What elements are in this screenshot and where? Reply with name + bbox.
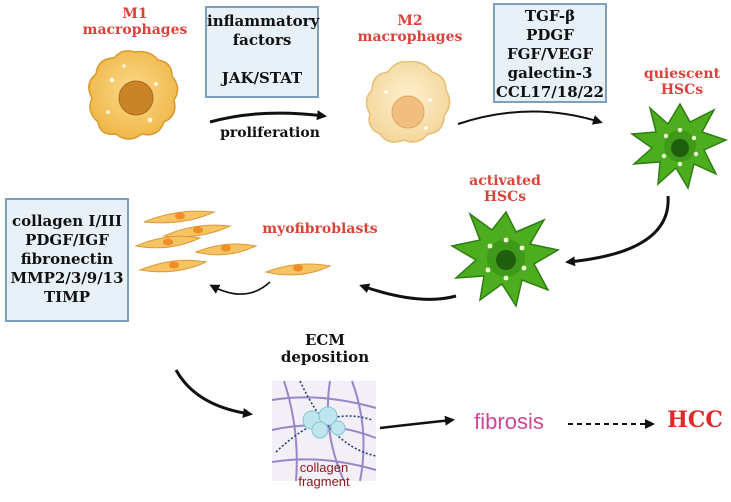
box-line: PDGF/IGF xyxy=(25,231,109,249)
proliferation-label: proliferation xyxy=(220,125,320,141)
inflammatory-factors-box: inflammatory factors JAK/STAT xyxy=(205,6,319,98)
m1-label: M1 macrophages xyxy=(82,6,188,39)
box-line: FGF/VEGF xyxy=(506,45,594,63)
arrow-ecm-to-fibrosis xyxy=(379,415,455,430)
box-line: galectin-3 xyxy=(507,64,593,82)
box-line: factors xyxy=(232,31,292,49)
quiescent-hsc-icon xyxy=(629,102,729,190)
activated-hsc-icon xyxy=(449,210,561,308)
myofibroblasts-label: myofibroblasts xyxy=(262,221,378,237)
fibrosis-label: fibrosis xyxy=(474,409,544,434)
box-line: CCL17/18/22 xyxy=(495,83,604,101)
quiescent-label: quiescent HSCs xyxy=(643,66,721,99)
m2-factors-box: TGF-β PDGF FGF/VEGF galectin-3 CCL17/18/… xyxy=(493,3,607,103)
box-line: JAK/STAT xyxy=(221,69,303,87)
ecm-deposition-label: ECM deposition xyxy=(280,331,370,367)
ecm-image-icon xyxy=(271,380,377,482)
box-line: fibronectin xyxy=(20,250,114,268)
arrow-m2-to-quiescent xyxy=(457,110,603,125)
box-line xyxy=(207,50,317,69)
collagen-fragment-label: collagen fragment xyxy=(298,460,350,490)
box-line: MMP2/3/9/13 xyxy=(10,269,124,287)
box-line: TIMP xyxy=(43,288,91,306)
arrow-m1-to-m2 xyxy=(209,110,327,124)
myofibroblast-cells-icon xyxy=(134,210,332,276)
myofibroblast-factors-box: collagen I/III PDGF/IGF fibronectin MMP2… xyxy=(5,198,129,322)
box-line: collagen I/III xyxy=(12,212,122,230)
m1-macrophage-icon xyxy=(88,50,179,140)
hcc-label: HCC xyxy=(667,407,723,433)
arrow-quiescent-to-activated xyxy=(565,195,670,267)
m2-macrophage-icon xyxy=(365,60,451,143)
arrow-to-ecm xyxy=(174,369,253,418)
box-line: PDGF xyxy=(526,26,574,44)
arrow-activated-to-myofibroblasts xyxy=(359,283,457,301)
arrow-myofibroblasts-back xyxy=(209,281,271,295)
box-line: TGF-β xyxy=(524,7,576,25)
box-line: inflammatory xyxy=(207,12,320,30)
activated-label: activated HSCs xyxy=(469,173,541,206)
m2-label: M2 macrophages xyxy=(357,13,463,46)
